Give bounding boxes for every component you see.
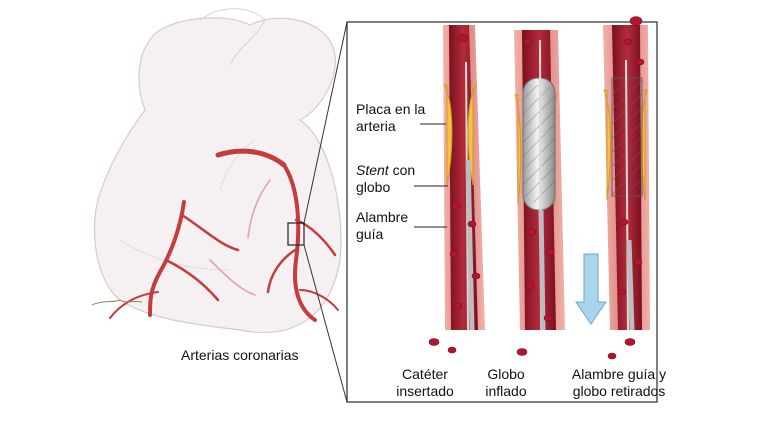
artery-vessel [514, 30, 565, 331]
blood-cell [635, 58, 645, 66]
panel3-caption: Alambre guía y globo retirados [571, 366, 667, 399]
coronary-artery [180, 213, 240, 252]
artery-vessel [603, 25, 650, 331]
label-stent-rest: con globo [356, 162, 416, 195]
blood-cell [523, 38, 533, 46]
coronary-artery [109, 291, 159, 319]
blood-cell [527, 228, 537, 236]
catheter [538, 209, 546, 331]
blood-cell [453, 302, 463, 310]
coronary-artery [148, 200, 186, 317]
blood-cell [447, 346, 457, 354]
coronary-artery [209, 259, 256, 296]
blood-cell [451, 202, 461, 210]
label-plaque: Placa en la arteria [356, 101, 426, 134]
blood-cell [525, 282, 535, 290]
plaque [603, 89, 611, 201]
blood-cell [629, 16, 643, 26]
coronary-artery [294, 218, 337, 257]
blood-cell [457, 34, 469, 42]
blood-cell [623, 38, 633, 46]
coronary-artery [299, 289, 339, 311]
blood-cell [471, 272, 481, 280]
catheter [465, 159, 475, 331]
plaque [443, 84, 453, 186]
blood-cell [543, 314, 553, 322]
blood-cell [428, 338, 440, 346]
panel2-caption: Globo inflado [485, 366, 527, 399]
heart-illustration [91, 8, 348, 403]
coronary-artery [282, 163, 317, 322]
panel1-caption: Catéter insertado [396, 366, 454, 399]
plaque [514, 94, 522, 206]
coronary-artery [247, 179, 271, 239]
blood-cell [617, 288, 627, 296]
label-coronary-arteries: Arterias coronarias [181, 347, 299, 363]
guide-wire [625, 59, 629, 331]
blood-cell [516, 348, 528, 356]
label-stent-italic: Stent [356, 162, 389, 178]
catheter [626, 239, 635, 331]
blood-cell [467, 220, 477, 228]
blood-cell [624, 338, 636, 346]
blood-cell [449, 250, 459, 258]
stent-mesh [523, 85, 555, 203]
down-arrow-icon [575, 253, 607, 325]
label-stent-balloon: Stent con globo [356, 162, 436, 196]
blood-cell [545, 248, 555, 256]
blood-cell [619, 218, 629, 226]
coronary-artery [215, 148, 287, 168]
coronary-artery [266, 248, 297, 294]
label-guidewire: Alambre guía [356, 209, 409, 242]
zoom-box [287, 222, 305, 246]
blood-cell [607, 352, 617, 360]
coronary-artery [164, 258, 220, 302]
blood-cell [633, 258, 643, 266]
